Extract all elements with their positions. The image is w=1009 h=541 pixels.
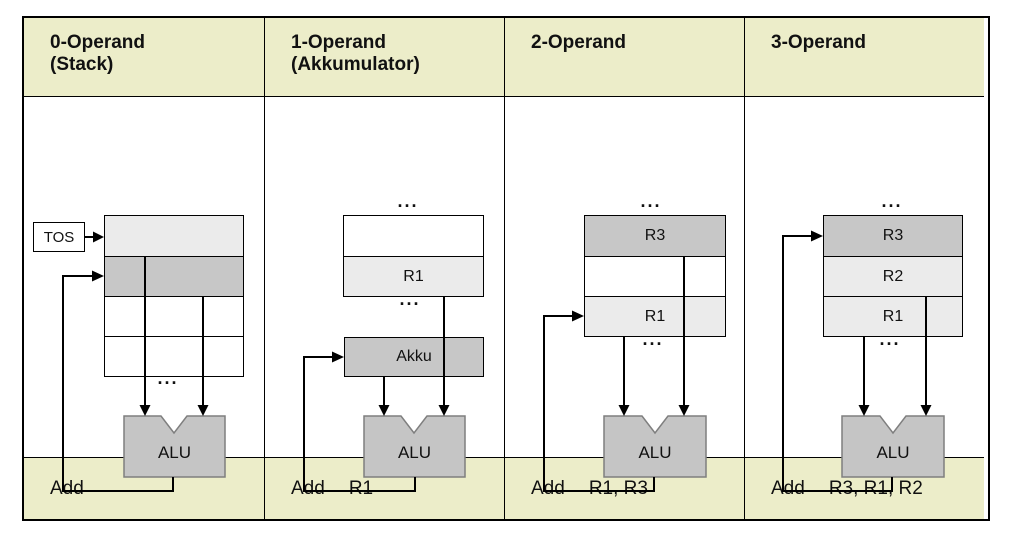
ellipsis-above-registers: ... (640, 191, 662, 211)
result-arrowhead (92, 270, 104, 282)
header-3-operand: 3-Operand (744, 18, 984, 97)
ellipsis-above-registers: ... (881, 191, 903, 211)
operand1-arrowhead (139, 405, 151, 416)
register-row (344, 216, 483, 256)
header-line1: 2-Operand (531, 32, 627, 53)
tos-label: TOS (43, 228, 75, 246)
instruction-row: Add Add R1 Add R1, R3 Add R3, R1, R2 (24, 457, 988, 519)
diagram-stack-machine: TOS ... ALU (24, 97, 264, 492)
diagram-row: TOS ... ALU .. (24, 97, 988, 492)
header-line1: 3-Operand (771, 32, 867, 53)
r2-arrowhead (920, 405, 932, 416)
operand2-arrowhead (197, 405, 209, 416)
diagram-accumulator-machine: ... R1 ... Akku ALU (264, 97, 504, 492)
diagram-3-operand-machine: ... R3 R2 R1 ... ALU (744, 97, 984, 492)
r1-arrowhead (858, 405, 870, 416)
header-row: 0-Operand (Stack) 1-Operand (Akkumulator… (24, 18, 988, 97)
tos-arrowhead (93, 231, 104, 243)
operands: R1 (348, 477, 374, 499)
instruction-stack: Add (24, 457, 264, 519)
tos-box: TOS (33, 222, 85, 252)
register-row-r3: R3 (585, 216, 725, 256)
header-line1: 0-Operand (50, 32, 146, 53)
result-arrowhead (572, 310, 584, 322)
stack-row (105, 216, 243, 256)
mnemonic: Add (531, 477, 565, 499)
header-1-operand: 1-Operand (Akkumulator) (264, 18, 504, 97)
akku-arrowhead (378, 405, 390, 416)
instruction-accumulator: Add R1 (264, 457, 504, 519)
diagram-2-operand-machine: ... R3 R1 ... ALU (504, 97, 744, 492)
stack-row (105, 256, 243, 296)
result-arrowhead (811, 230, 823, 242)
architecture-comparison-table: 0-Operand (Stack) 1-Operand (Akkumulator… (22, 16, 990, 521)
stack-register-box (104, 215, 244, 377)
mnemonic: Add (50, 477, 84, 499)
operands: R1, R3 (588, 477, 648, 499)
r3-arrowhead (678, 405, 690, 416)
mnemonic: Add (291, 477, 325, 499)
mnemonic: Add (771, 477, 805, 499)
register-row-r2: R2 (824, 256, 962, 296)
header-line2: (Stack) (50, 54, 114, 75)
register-box: R3 R1 (584, 215, 726, 337)
header-0-operand: 0-Operand (Stack) (24, 18, 264, 97)
register-box: R1 (343, 215, 484, 297)
register-box: R3 R2 R1 (823, 215, 963, 337)
header-line1: 1-Operand (291, 32, 387, 53)
instruction-3-operand: Add R3, R1, R2 (744, 457, 984, 519)
stack-row (105, 296, 243, 336)
akku-box: Akku (344, 337, 484, 377)
r1-arrowhead (618, 405, 630, 416)
register-row-r3: R3 (824, 216, 962, 256)
ellipsis-below-stack: ... (157, 368, 179, 388)
instruction-2-operand: Add R1, R3 (504, 457, 744, 519)
ellipsis-below-registers: ... (879, 329, 901, 349)
result-arrowhead (332, 351, 344, 363)
operands: R3, R1, R2 (828, 477, 923, 499)
r1-arrowhead (438, 405, 450, 416)
ellipsis-below-registers: ... (642, 329, 664, 349)
header-2-operand: 2-Operand (504, 18, 744, 97)
register-row-r1: R1 (344, 256, 483, 296)
ellipsis-above-registers: ... (397, 191, 419, 211)
register-row (585, 256, 725, 296)
ellipsis-below-registers: ... (399, 289, 421, 309)
header-line2: (Akkumulator) (291, 54, 420, 75)
